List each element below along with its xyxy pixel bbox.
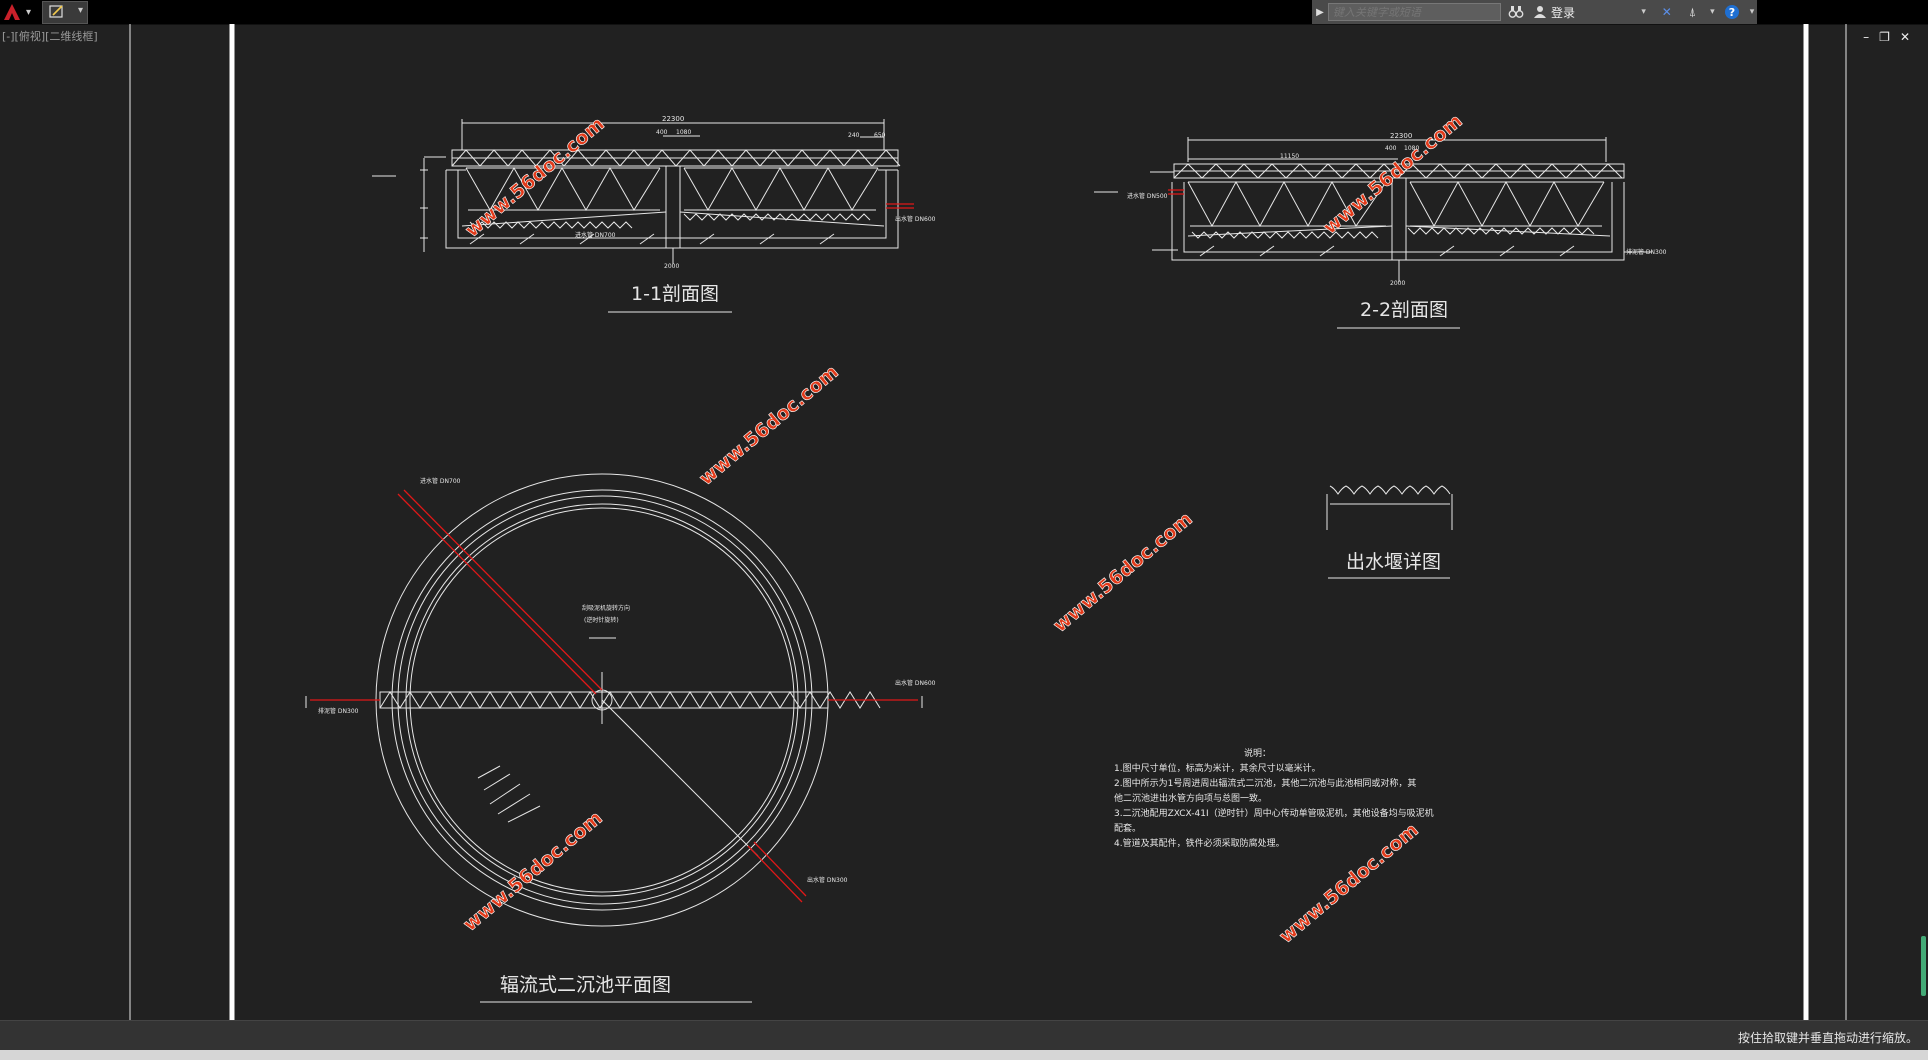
autocad-logo-icon[interactable]	[2, 2, 22, 22]
s2-dim-a: 11150	[1280, 153, 1299, 160]
drawing-canvas[interactable]: 出水管 DN600 进水管 DN700 22300 400 1080 240 6…	[0, 24, 1928, 1020]
note-line-6: 4.管道及其配件，铁件必须采取防腐处理。	[1114, 837, 1285, 849]
section-2-2-drawing	[1094, 137, 1652, 282]
weir-detail-title: 出水堰详图	[1346, 551, 1441, 573]
s1-dim-bottom: 2000	[664, 263, 679, 270]
restore-icon[interactable]: ❐	[1879, 30, 1890, 44]
weir-detail-drawing	[1326, 485, 1453, 530]
plan-inlet-pipe	[397, 489, 603, 695]
navigation-bar-handle[interactable]	[1921, 936, 1926, 996]
plan-center-note-1: 刮吸泥机旋转方向	[582, 604, 630, 612]
plan-sludge-label: 出水管 DN300	[807, 876, 848, 884]
plan-drain-label: 排泥管 DN300	[318, 707, 359, 715]
plan-inlet-label: 进水管 DN700	[420, 477, 461, 485]
status-text: 按住拾取键并垂直拖动进行缩放。	[1737, 1031, 1918, 1045]
exchange-apps-icon[interactable]: ✕	[1661, 5, 1672, 19]
minimize-icon[interactable]: –	[1863, 30, 1870, 44]
section-1-1-drawing	[372, 119, 901, 264]
login-button[interactable]: 登录 ▾	[1533, 4, 1652, 21]
s1-inlet-label: 进水管 DN700	[575, 231, 616, 239]
help-dropdown-icon[interactable]: ▾	[1749, 7, 1755, 17]
note-line-1: 1.图中尺寸单位，标高为米计，其余尺寸以毫米计。	[1114, 762, 1321, 774]
help-icon[interactable]: ?	[1721, 2, 1743, 22]
section-1-outlet-pipe	[886, 203, 914, 209]
binocular-search-icon[interactable]	[1507, 3, 1525, 21]
viewport-controls-label[interactable]: [-][俯视][二维线框]	[2, 30, 98, 43]
s1-dim-a: 400	[656, 129, 668, 136]
note-line-4: 3.二沉池配用ZXCX-41I（逆时针）周中心传动单管吸泥机，其他设备均与吸泥机	[1114, 807, 1434, 819]
plan-outlet-label: 出水管 DN600	[895, 679, 936, 687]
bottom-strip	[0, 1050, 1928, 1060]
svg-text:?: ?	[1729, 6, 1735, 19]
drawing-window-controls: – ❐ ✕	[1863, 30, 1910, 44]
user-icon	[1534, 6, 1547, 18]
watermark-3: www.56doc.com	[695, 361, 843, 490]
expand-arrow-icon[interactable]: ▶	[1316, 6, 1324, 18]
watermark-6: www.56doc.com	[1275, 819, 1423, 948]
plan-view-title: 辐流式二沉池平面图	[500, 974, 671, 996]
section-1-1-title: 1-1剖面图	[631, 283, 719, 305]
s1-dim-total: 22300	[662, 115, 684, 123]
edit-icon	[49, 5, 63, 18]
title-bar: ▾ ▾ ▶ 登录 ▾ ✕ ⍋	[0, 0, 1928, 25]
autodesk-a360-icon[interactable]: ⍋	[1688, 4, 1697, 19]
s2-dim-c: 1080	[1404, 145, 1419, 152]
s1-dim-c: 240	[848, 132, 860, 139]
plan-sludge-pipe	[747, 841, 807, 903]
s2-sludge-label: 排泥管 DN300	[1626, 248, 1667, 256]
login-dropdown-icon: ▾	[1641, 7, 1646, 17]
search-input[interactable]	[1327, 3, 1502, 21]
s2-dim-b: 400	[1385, 145, 1397, 152]
close-icon[interactable]: ✕	[1899, 30, 1910, 44]
s2-dim-total: 22300	[1390, 132, 1412, 140]
note-line-5: 配套。	[1114, 822, 1141, 834]
workspace-switch-button[interactable]: ▾	[42, 1, 88, 24]
watermark-2: www.56doc.com	[1319, 110, 1467, 239]
quick-access-toolbar: ▾ ▾	[0, 0, 88, 24]
plan-center-note-2: (逆时针旋转)	[584, 616, 619, 624]
infocenter-bar: ▶ 登录 ▾ ✕ ⍋ ▾ ? ▾	[1312, 0, 1757, 24]
s2-inlet-label: 进水管 DN500	[1127, 192, 1168, 200]
s1-dim-d: 650	[874, 132, 886, 139]
status-bar: 按住拾取键并垂直拖动进行缩放。	[0, 1020, 1928, 1051]
login-label: 登录	[1551, 5, 1576, 20]
workspace-dropdown-icon: ▾	[77, 5, 83, 16]
section-2-inlet-pipe	[1168, 189, 1184, 195]
notes-title: 说明：	[1244, 747, 1271, 759]
note-line-2: 2.图中所示为1号周进周出辐流式二沉池，其他二沉池与此池相同或对称，其	[1114, 777, 1416, 789]
watermark-4: www.56doc.com	[1049, 508, 1197, 637]
note-line-3: 他二沉池进出水管方向项与总图一致。	[1114, 792, 1267, 804]
app-menu-dropdown-icon[interactable]: ▾	[26, 6, 32, 18]
a360-dropdown-icon[interactable]: ▾	[1710, 7, 1715, 17]
watermark-1: www.56doc.com	[461, 113, 609, 242]
s1-outlet-label: 出水管 DN600	[895, 215, 936, 223]
s2-dim-bottom: 2000	[1390, 280, 1405, 287]
design-notes: 说明： 1.图中尺寸单位，标高为米计，其余尺寸以毫米计。 2.图中所示为1号周进…	[1114, 747, 1434, 849]
section-2-2-title: 2-2剖面图	[1360, 299, 1448, 321]
s1-dim-b: 1080	[676, 129, 691, 136]
